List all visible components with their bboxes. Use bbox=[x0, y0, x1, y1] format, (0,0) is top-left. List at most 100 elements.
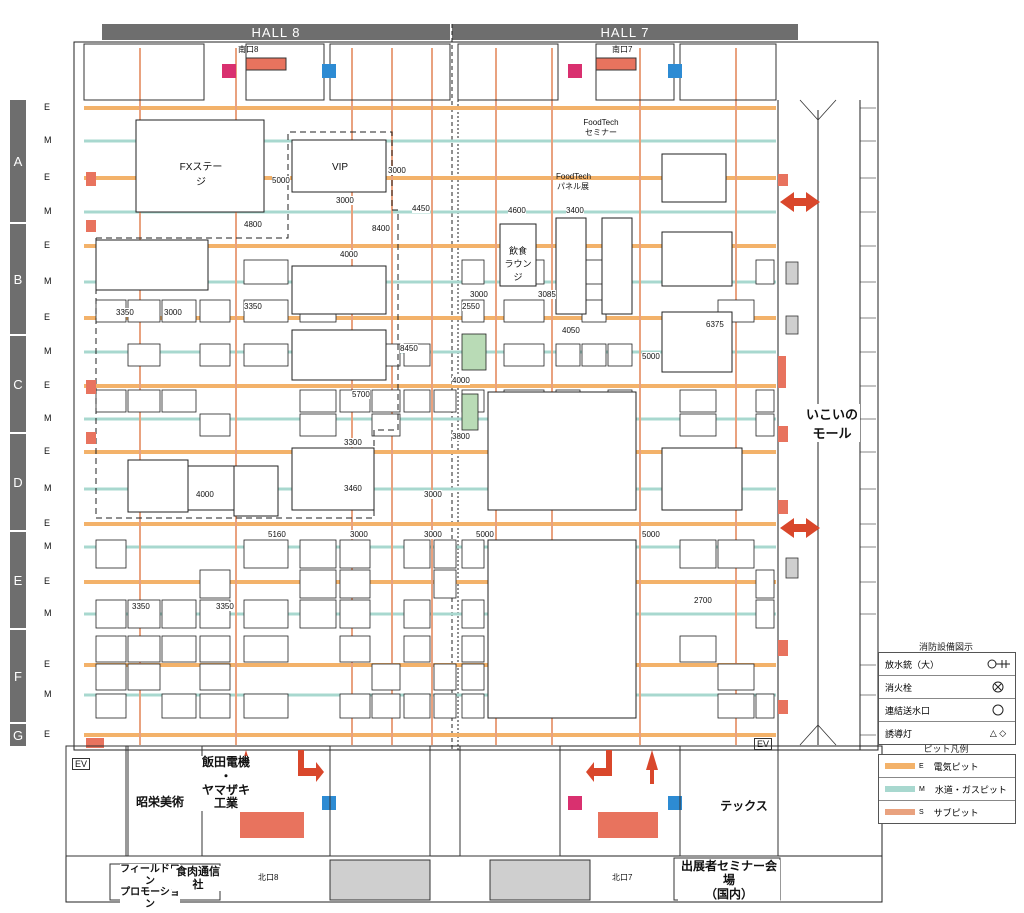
fire-legend-label: 誘導灯 bbox=[885, 728, 913, 739]
booth bbox=[161, 635, 197, 663]
booth bbox=[243, 343, 289, 367]
booth bbox=[299, 413, 337, 437]
booth bbox=[403, 635, 431, 663]
dimension-label: 5000 bbox=[272, 176, 290, 185]
zone-a: A bbox=[10, 100, 26, 222]
dimension-label: 2550 bbox=[462, 302, 480, 311]
booth bbox=[755, 569, 775, 599]
booth bbox=[243, 539, 289, 569]
pit-code: E bbox=[919, 762, 924, 770]
foodtech-seminar-label: FoodTech セミナー bbox=[583, 118, 619, 137]
ev-label-right: EV bbox=[754, 738, 773, 750]
vip-label: VIP bbox=[331, 162, 349, 173]
row-marker: E bbox=[44, 576, 51, 586]
zone-b: B bbox=[10, 224, 26, 334]
pit-label: 水道・ガスピット bbox=[934, 784, 1007, 795]
pit-code: M bbox=[919, 785, 925, 793]
dimension-label: 3800 bbox=[452, 432, 470, 441]
booth bbox=[403, 693, 431, 719]
booth bbox=[243, 259, 289, 285]
row-marker: M bbox=[44, 206, 52, 216]
booth bbox=[95, 693, 127, 719]
exit-arrows bbox=[240, 192, 820, 784]
dimension-label: 3000 bbox=[164, 308, 182, 317]
dimension-label: 3350 bbox=[244, 302, 262, 311]
dimension-label: 3000 bbox=[350, 530, 368, 539]
booth bbox=[161, 599, 197, 629]
booth bbox=[679, 413, 717, 437]
row-marker: M bbox=[44, 541, 52, 551]
pit-label: サブピット bbox=[933, 807, 979, 818]
booth bbox=[461, 599, 485, 629]
booth bbox=[371, 663, 401, 691]
row-marker: M bbox=[44, 413, 52, 423]
booth bbox=[243, 635, 289, 663]
booth bbox=[581, 343, 607, 367]
booth bbox=[199, 569, 231, 599]
booth bbox=[679, 635, 717, 663]
booth bbox=[95, 539, 127, 569]
hydrant-icon bbox=[981, 681, 1015, 693]
booth bbox=[339, 635, 371, 663]
booth bbox=[461, 635, 485, 663]
fire-legend-row: 消火栓 bbox=[879, 675, 1015, 698]
fx-stage-label: FXステージ bbox=[179, 162, 223, 188]
row-marker: M bbox=[44, 346, 52, 356]
booth bbox=[371, 413, 401, 437]
pit-legend-row: E 電気ピット bbox=[879, 755, 1015, 777]
dimension-label: 4000 bbox=[452, 376, 470, 385]
booth bbox=[679, 389, 717, 413]
booth bbox=[199, 343, 231, 367]
booth bbox=[403, 599, 431, 629]
water-pit-swatch bbox=[885, 786, 915, 792]
hall-8-title: HALL 8 bbox=[102, 24, 450, 40]
dimension-label: 8400 bbox=[372, 224, 390, 233]
booth bbox=[127, 663, 161, 691]
booth bbox=[127, 635, 161, 663]
zone-c: C bbox=[10, 336, 26, 432]
booth bbox=[95, 635, 127, 663]
dimension-label: 5000 bbox=[642, 530, 660, 539]
dimension-label: 3400 bbox=[566, 206, 584, 215]
booth bbox=[299, 599, 337, 629]
hose-gun-icon bbox=[981, 658, 1015, 670]
booth bbox=[299, 569, 337, 599]
booth bbox=[161, 693, 197, 719]
row-marker: E bbox=[44, 102, 51, 112]
dimension-label: 2700 bbox=[694, 596, 712, 605]
fire-legend-row: 放水銃（大） bbox=[879, 653, 1015, 675]
booth bbox=[403, 389, 431, 413]
dimension-label: 5160 bbox=[268, 530, 286, 539]
vip-boundary bbox=[95, 131, 399, 519]
booth bbox=[127, 343, 161, 367]
dimension-label: 5000 bbox=[642, 352, 660, 361]
dimension-label: 5000 bbox=[476, 530, 494, 539]
fire-legend-label: 消火栓 bbox=[885, 682, 913, 693]
pit-legend: E 電気ピット M 水道・ガスピット S サブピット bbox=[878, 754, 1016, 824]
south-entrance-7-label: 南口7 bbox=[612, 45, 633, 54]
row-marker: M bbox=[44, 689, 52, 699]
seminar-hall-label: 出展者セミナー会場 （国内） bbox=[678, 859, 780, 902]
booth bbox=[199, 693, 231, 719]
fire-legend-label: 放水銃（大） bbox=[885, 659, 940, 670]
booth bbox=[461, 693, 485, 719]
pit-legend-row: S サブピット bbox=[879, 800, 1015, 823]
row-marker: M bbox=[44, 608, 52, 618]
dimension-label: 4000 bbox=[340, 250, 358, 259]
booth bbox=[95, 389, 127, 413]
dimension-label: 3000 bbox=[424, 530, 442, 539]
north-entrance-8-label: 北口8 bbox=[258, 873, 279, 882]
booth bbox=[299, 389, 337, 413]
insyoku-lounge-label: 飲食 ラウンジ bbox=[504, 246, 532, 282]
red-markers bbox=[86, 172, 788, 838]
dimension-label: 3460 bbox=[344, 484, 362, 493]
pit-legend-row: M 水道・ガスピット bbox=[879, 777, 1015, 800]
circle-icon bbox=[981, 704, 1015, 716]
booth bbox=[755, 693, 775, 719]
north-entrance-7-label: 北口7 bbox=[612, 873, 633, 882]
row-marker: E bbox=[44, 312, 51, 322]
row-marker: E bbox=[44, 380, 51, 390]
booth bbox=[339, 569, 371, 599]
dimension-label: 4450 bbox=[412, 204, 430, 213]
booth bbox=[127, 389, 161, 413]
